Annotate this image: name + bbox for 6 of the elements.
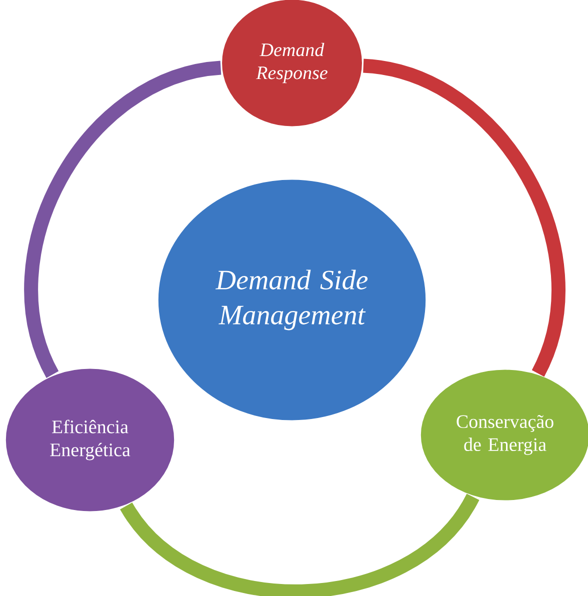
ring-arc — [24, 60, 222, 378]
ring-arc — [362, 58, 565, 376]
circle-node: Conservação de Energia — [419, 368, 588, 502]
circle-node: Demand Side Management — [156, 178, 428, 422]
circle-node: Eficiência Energética — [4, 367, 176, 513]
ring-arc — [120, 493, 479, 596]
